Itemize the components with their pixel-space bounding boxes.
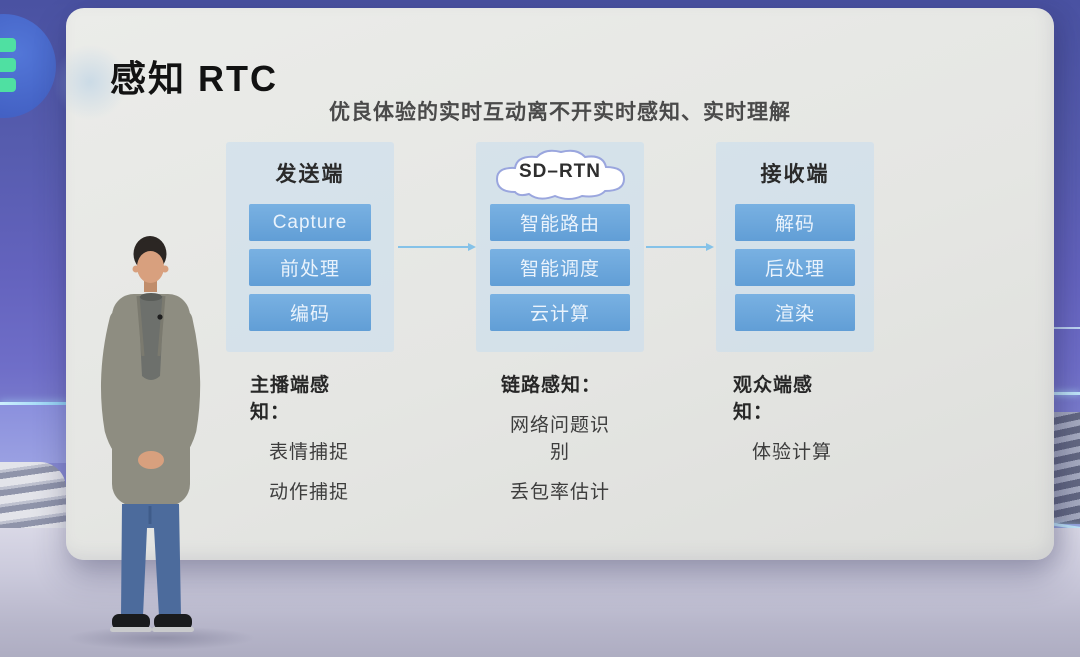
presenter-person [100,236,201,632]
note-item: 体验计算 [751,442,832,463]
receiver-header-slot: 接收端 [716,142,874,204]
brand-stripes-icon [0,58,16,72]
note-audience-perception: 观众端感知： 体验计算 [733,370,851,464]
note-item: 丢包率估计 [509,482,610,503]
left-wall-band [0,405,66,463]
right-stairs [1052,412,1080,524]
note-heading: 观众端感知： [733,375,814,423]
note-item: 表情捕捉 [268,442,349,463]
sd-rtn-cloud: SD–RTN [485,146,635,200]
left-wall-glow-line [0,402,66,405]
flow-box-smart-scheduling: 智能调度 [490,249,630,286]
flow-box-postprocess: 后处理 [735,249,855,286]
board-decor-circle [52,44,128,120]
brand-stripes-icon [0,38,16,52]
note-item: 网络问题识别 [509,415,610,463]
flow-box-render: 渲染 [735,294,855,331]
sender-header: 发送端 [275,163,345,186]
flow-box-cloud-computing: 云计算 [490,294,630,331]
flow-column-receiver: 接收端 解码 后处理 渲染 [716,142,874,352]
arrow-right-icon [398,243,476,251]
network-header: SD–RTN [518,161,601,182]
note-item: 动作捕捉 [268,482,349,503]
sender-header-slot: 发送端 [226,142,394,204]
note-heading: 主播端感知： [250,375,331,423]
arrow-right-icon [646,243,714,251]
flow-column-network: SD–RTN 智能路由 智能调度 云计算 [476,142,644,352]
flow-box-capture: Capture [249,204,371,241]
flow-box-encode: 编码 [249,294,371,331]
flow-box-preprocess: 前处理 [249,249,371,286]
cloud-icon [495,149,626,200]
note-broadcaster-perception: 主播端感知： 表情捕捉 动作捕捉 [250,370,368,504]
right-wall-line [1052,327,1080,329]
presentation-board: 感知 RTC 优良体验的实时互动离不开实时感知、实时理解 发送端 Capture… [52,8,1054,560]
flow-box-decode: 解码 [735,204,855,241]
flow-box-smart-routing: 智能路由 [490,204,630,241]
note-link-perception: 链路感知： 网络问题识别 丢包率估计 [501,370,619,504]
flow-column-sender: 发送端 Capture 前处理 编码 [226,142,394,352]
receiver-header: 接收端 [760,163,830,186]
note-heading: 链路感知： [501,375,602,396]
network-header-slot: SD–RTN [476,142,644,204]
brand-stripes-icon [0,78,16,92]
slide-subtitle: 优良体验的实时互动离不开实时感知、实时理解 [329,101,791,124]
slide-title: 感知 RTC [110,58,278,99]
right-wall-glow-line [1052,392,1080,395]
